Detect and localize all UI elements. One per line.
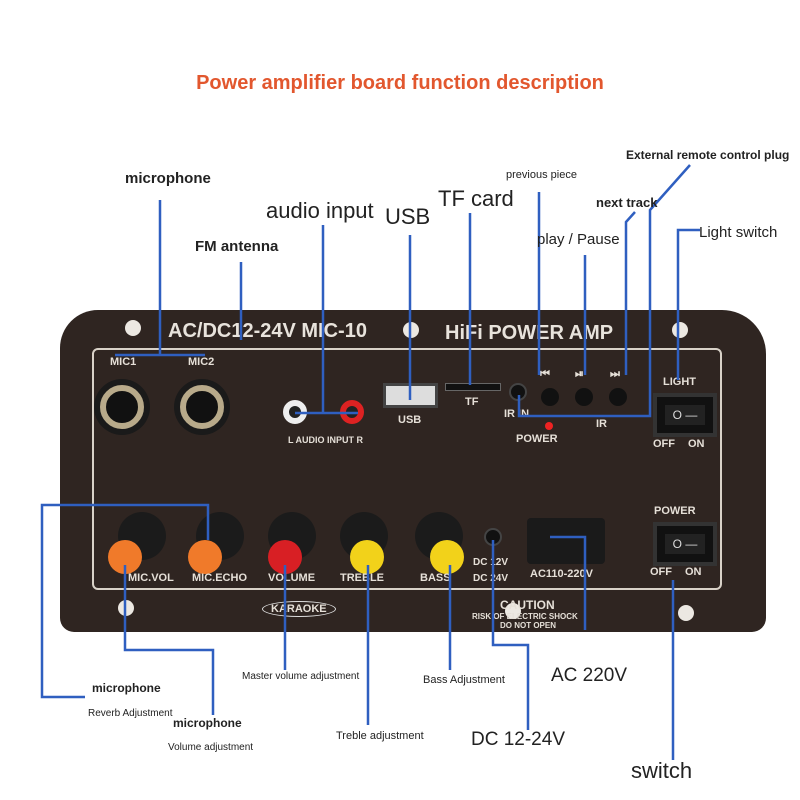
caution-label: CAUTION [500,598,555,612]
knob-label-volume: VOLUME [268,572,316,584]
screw-hole [678,605,694,621]
label-volume-adjust: Volume adjustment [168,742,254,753]
dc12-label: DC 12V [473,557,509,568]
ac-label: AC110-220V [530,568,593,580]
label-dc: DC 12-24V [471,729,565,750]
risk-label: RISK OF ELECTRIC SHOCK [472,612,578,621]
line-mic-volume [123,565,215,715]
label-usb: USB [385,204,431,229]
do-not-open-label: DO NOT OPEN [500,621,557,630]
play-pause-icon: ⏯ [575,368,584,380]
knob-label-bass: BASS [420,572,451,584]
bass-cap [430,540,464,574]
audio-input-label: L AUDIO INPUT R [288,435,364,445]
label-master-volume: Master volume adjustment [242,671,360,682]
label-next-track: next track [596,195,658,210]
line-light [676,228,700,380]
board-panel-frame [92,348,722,590]
line-ac [550,535,587,630]
light-off: OFF [653,438,675,450]
label-mic-reverb: microphone [92,681,161,695]
mic-echo-cap [188,540,222,574]
play-pause-button[interactable] [575,388,593,406]
knob-label-mic-echo: MIC.ECHO [192,572,247,584]
label-treble: Treble adjustment [336,730,424,742]
power-switch[interactable]: O — [653,522,717,566]
light-switch[interactable]: O — [653,393,717,437]
line-mic-reverb [40,503,210,699]
page-title: Power amplifier board function descripti… [196,72,604,94]
label-previous: previous piece [506,169,577,181]
label-play-pause: play / Pause [537,231,620,248]
label-fm-antenna: FM antenna [195,238,279,255]
label-microphone: microphone [125,170,211,187]
light-label: LIGHT [663,376,696,388]
amplifier-board [60,310,766,632]
prev-icon: ⏮ [540,368,550,380]
label-ac: AC 220V [551,665,628,686]
screw-hole [125,320,141,336]
label-mic-volume: microphone [173,716,242,730]
board-brand: HiFi POWER AMP [445,322,614,344]
ac-socket[interactable] [527,518,605,564]
knob-label-mic-vol: MIC.VOL [128,572,174,584]
line-audio [295,225,358,415]
dc24-label: DC 24V [473,573,509,584]
tf-label: TF [465,396,479,408]
power-led-label: POWER [516,433,558,445]
label-reverb-adjust: Reverb Adjustment [88,708,173,719]
tf-slot[interactable] [445,383,501,391]
line-microphone [115,200,205,357]
mic1-jack[interactable] [100,385,144,429]
power-led [545,422,553,430]
line-next [624,211,636,375]
label-audio-input: audio input [266,198,374,223]
power-on: ON [685,566,702,578]
knob-label-treble: TREBLE [340,572,384,584]
line-dc [491,540,530,730]
label-tf-card: TF card [438,186,514,211]
label-light-switch: Light switch [699,224,778,241]
screw-hole [505,603,521,619]
label-remote-plug: External remote control plug [626,148,790,162]
label-switch: switch [631,758,693,783]
previous-button[interactable] [541,388,559,406]
power-off: OFF [650,566,672,578]
line-remote [517,164,691,418]
board-model: AC/DC12-24V MIC-10 [168,320,367,342]
next-button[interactable] [609,388,627,406]
ir-label: IR [596,418,607,430]
screw-hole [672,322,688,338]
power-label: POWER [654,505,696,517]
mic2-jack[interactable] [180,385,224,429]
usb-label: USB [398,414,422,426]
mic2-label: MIC2 [188,356,215,368]
label-bass: Bass Adjustment [423,674,505,686]
light-on: ON [688,438,705,450]
next-icon: ⏭ [610,368,620,380]
mic1-label: MIC1 [110,356,137,368]
